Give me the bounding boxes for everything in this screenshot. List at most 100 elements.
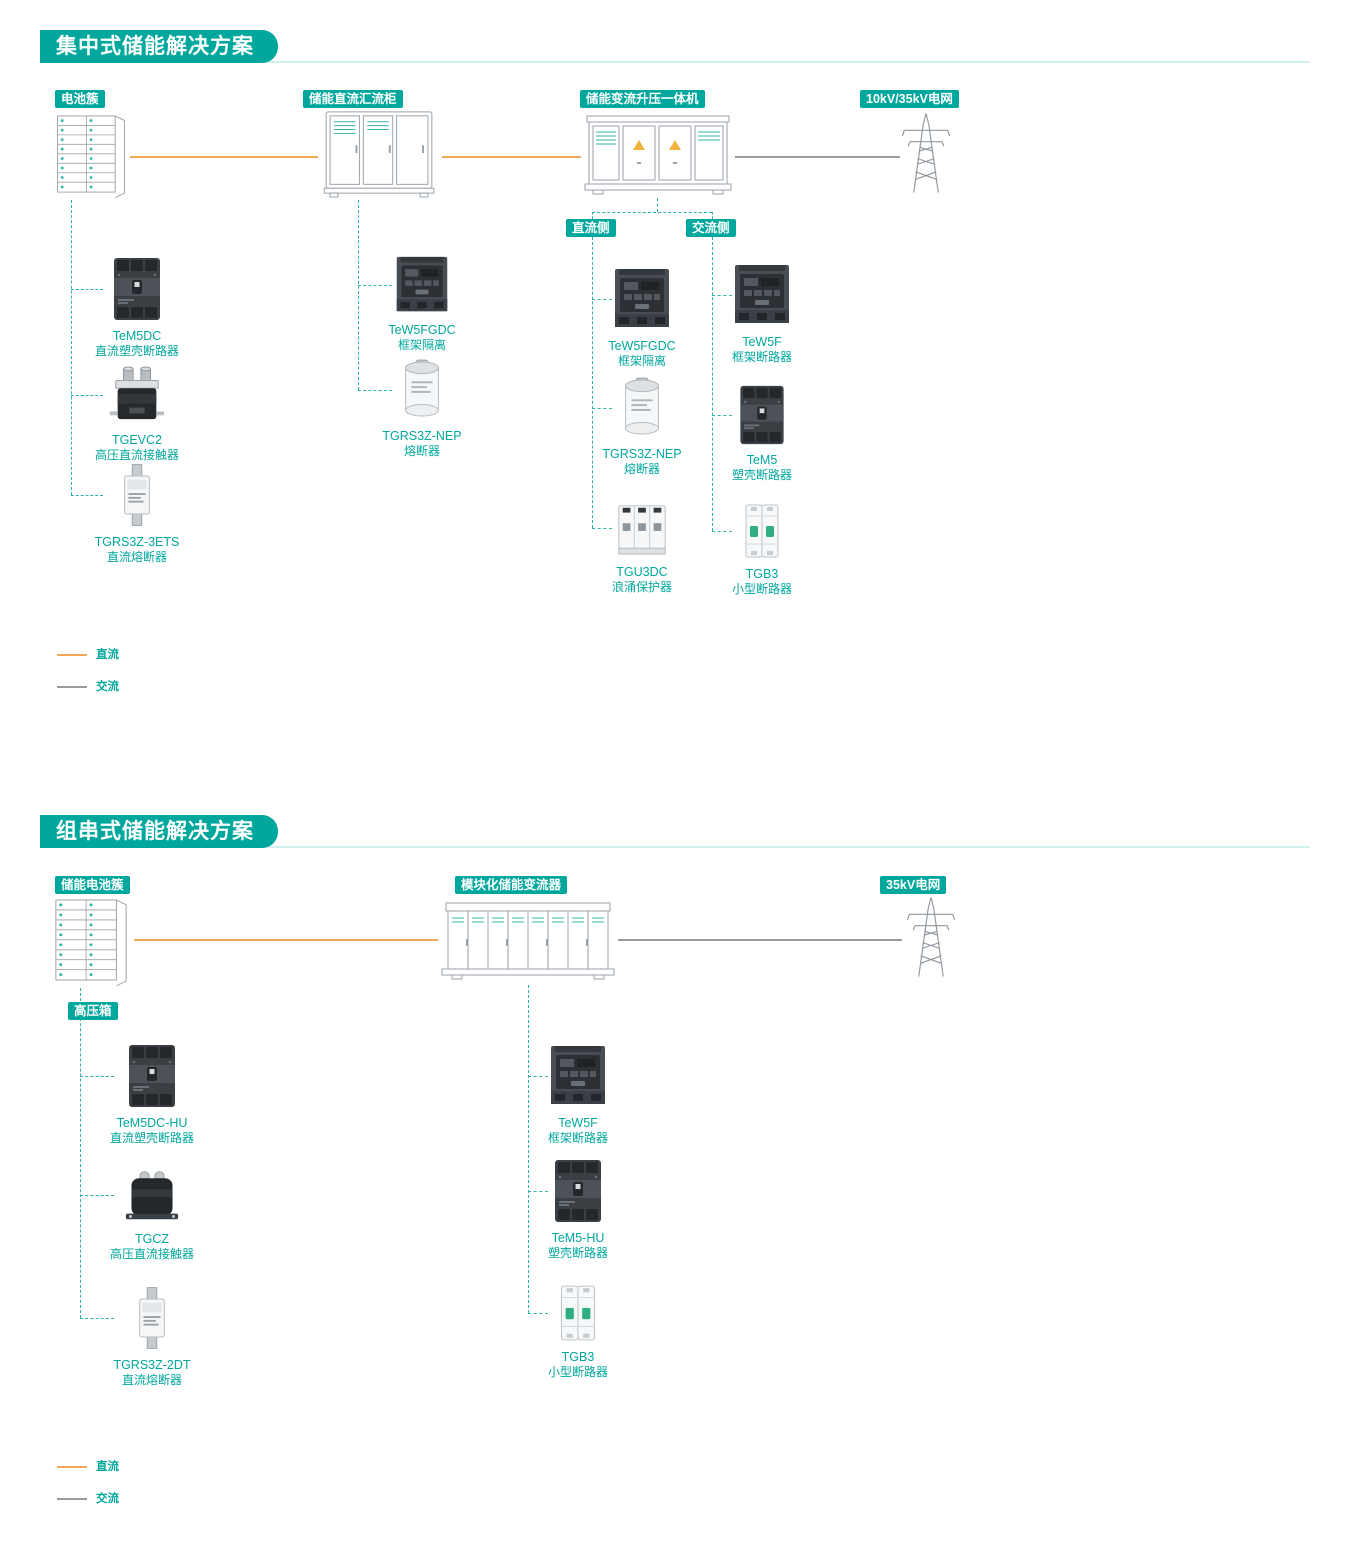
product-desc: 小型断路器 <box>731 582 792 596</box>
mccb-icon <box>122 1043 182 1109</box>
ac-line-converter-grid <box>735 156 900 158</box>
dashed-connector <box>712 295 732 296</box>
dc-contactor-icon <box>108 364 166 426</box>
dashed-connector <box>712 415 732 416</box>
product-name: TGRS3Z-3ETS <box>94 535 180 549</box>
product-desc: 直流熔断器 <box>121 1373 182 1387</box>
node-storage-battery-label: 储能电池簇 <box>55 876 130 894</box>
mccb-icon <box>733 384 791 446</box>
product-desc: 熔断器 <box>403 444 440 458</box>
product-card: TeW5FGDC 框架隔离 <box>362 254 482 353</box>
section1-divider <box>40 61 1310 63</box>
product-card: TeW5FGDC 框架隔离 <box>582 266 702 369</box>
dc-line-battery-converter <box>134 939 438 941</box>
dashed-connector <box>80 988 81 1318</box>
product-name: TeW5F <box>742 335 782 349</box>
dc-line-combiner-converter <box>442 156 581 158</box>
product-card: TeW5F 框架断路器 <box>518 1043 638 1146</box>
product-name: TGCZ <box>134 1232 170 1246</box>
blade-fuse-icon <box>118 462 156 528</box>
mccb-icon <box>107 256 167 322</box>
transmission-tower-icon <box>898 892 964 980</box>
dashed-connector <box>712 237 713 531</box>
frame-breaker-icon <box>731 262 793 328</box>
dashed-connector <box>528 985 529 1313</box>
cylinder-fuse-icon <box>395 358 449 422</box>
product-card: TGEVC2 高压直流接触器 <box>77 364 197 463</box>
product-card: TGRS3Z-NEP 熔断器 <box>362 358 482 459</box>
surge-protector-icon <box>614 500 670 558</box>
node-modular-converter-label: 模块化储能变流器 <box>455 876 568 894</box>
product-name: TeM5DC-HU <box>116 1116 188 1130</box>
dc-side-badge: 直流侧 <box>566 219 616 237</box>
legend-dc-line <box>57 1466 87 1468</box>
dashed-connector <box>80 1195 114 1196</box>
product-name: TGRS3Z-2DT <box>113 1358 191 1372</box>
legend-dc-line <box>57 654 87 656</box>
converter-station-icon <box>583 108 733 198</box>
node-dc-combiner-label: 储能直流汇流柜 <box>303 90 403 108</box>
product-name: TGB3 <box>561 1350 595 1364</box>
cylinder-fuse-icon <box>615 376 669 440</box>
product-card: TGB3 小型断路器 <box>702 502 822 597</box>
legend-ac-label: 交流 <box>96 681 119 693</box>
dashed-connector <box>592 237 593 528</box>
legend-ac-line <box>57 686 87 688</box>
product-name: TeM5-HU <box>551 1231 605 1245</box>
blade-fuse-icon <box>133 1285 171 1351</box>
product-desc: 框架隔离 <box>617 354 666 368</box>
mccb-icon <box>548 1158 608 1224</box>
dashed-connector <box>712 212 713 219</box>
product-desc: 塑壳断路器 <box>547 1246 608 1260</box>
product-card: TeM5DC-HU 直流塑壳断路器 <box>92 1043 212 1146</box>
dashed-connector <box>592 528 612 529</box>
dashed-connector <box>592 408 612 409</box>
dashed-connector <box>358 285 392 286</box>
product-name: TGB3 <box>745 567 779 581</box>
node-grid-label: 10kV/35kV电网 <box>860 90 959 108</box>
dc-combiner-cabinet-icon <box>320 108 438 200</box>
product-card: TGRS3Z-2DT 直流熔断器 <box>92 1285 212 1388</box>
product-name: TGRS3Z-NEP <box>382 429 462 443</box>
product-card: TeM5 塑壳断路器 <box>702 384 822 483</box>
frame-breaker-icon <box>547 1043 609 1109</box>
ac-side-badge: 交流侧 <box>686 219 736 237</box>
dashed-connector <box>358 200 359 390</box>
product-desc: 直流塑壳断路器 <box>94 344 179 358</box>
battery-rack-icon <box>50 894 132 986</box>
dashed-connector <box>358 390 392 391</box>
product-desc: 框架断路器 <box>547 1131 608 1145</box>
product-card: TGB3 小型断路器 <box>518 1283 638 1380</box>
dashed-connector <box>71 289 103 290</box>
product-name: TGEVC2 <box>111 433 162 447</box>
dashed-connector <box>592 212 712 213</box>
product-name: TGU3DC <box>616 565 668 579</box>
product-card: TGRS3Z-NEP 熔断器 <box>582 376 702 477</box>
product-desc: 高压直流接触器 <box>94 448 179 462</box>
product-desc: 高压直流接触器 <box>109 1247 194 1261</box>
product-desc: 小型断路器 <box>547 1365 608 1379</box>
dashed-connector <box>71 200 72 495</box>
dashed-connector <box>528 1313 548 1314</box>
product-card: TeW5F 框架断路器 <box>702 262 822 365</box>
product-name: TGRS3Z-NEP <box>602 447 682 461</box>
product-card: TGCZ 高压直流接触器 <box>92 1165 212 1262</box>
frame-breaker-icon <box>611 266 673 332</box>
legend-ac-line <box>57 1498 87 1500</box>
frame-breaker-icon <box>393 254 451 316</box>
product-card: TeM5DC 直流塑壳断路器 <box>77 256 197 359</box>
product-desc: 熔断器 <box>623 462 660 476</box>
mcb-icon <box>554 1283 602 1343</box>
node-converter-label: 储能变流升压一体机 <box>580 90 705 108</box>
product-desc: 框架隔离 <box>397 338 446 352</box>
dashed-connector <box>712 531 732 532</box>
section2-divider <box>40 846 1310 848</box>
legend-ac-label: 交流 <box>96 1493 119 1505</box>
dashed-connector <box>528 1076 548 1077</box>
product-desc: 框架断路器 <box>731 350 792 364</box>
dc-contactor-icon <box>124 1165 180 1225</box>
dashed-connector <box>528 1191 548 1192</box>
transmission-tower-icon <box>893 108 959 196</box>
dashed-connector <box>80 1318 114 1319</box>
